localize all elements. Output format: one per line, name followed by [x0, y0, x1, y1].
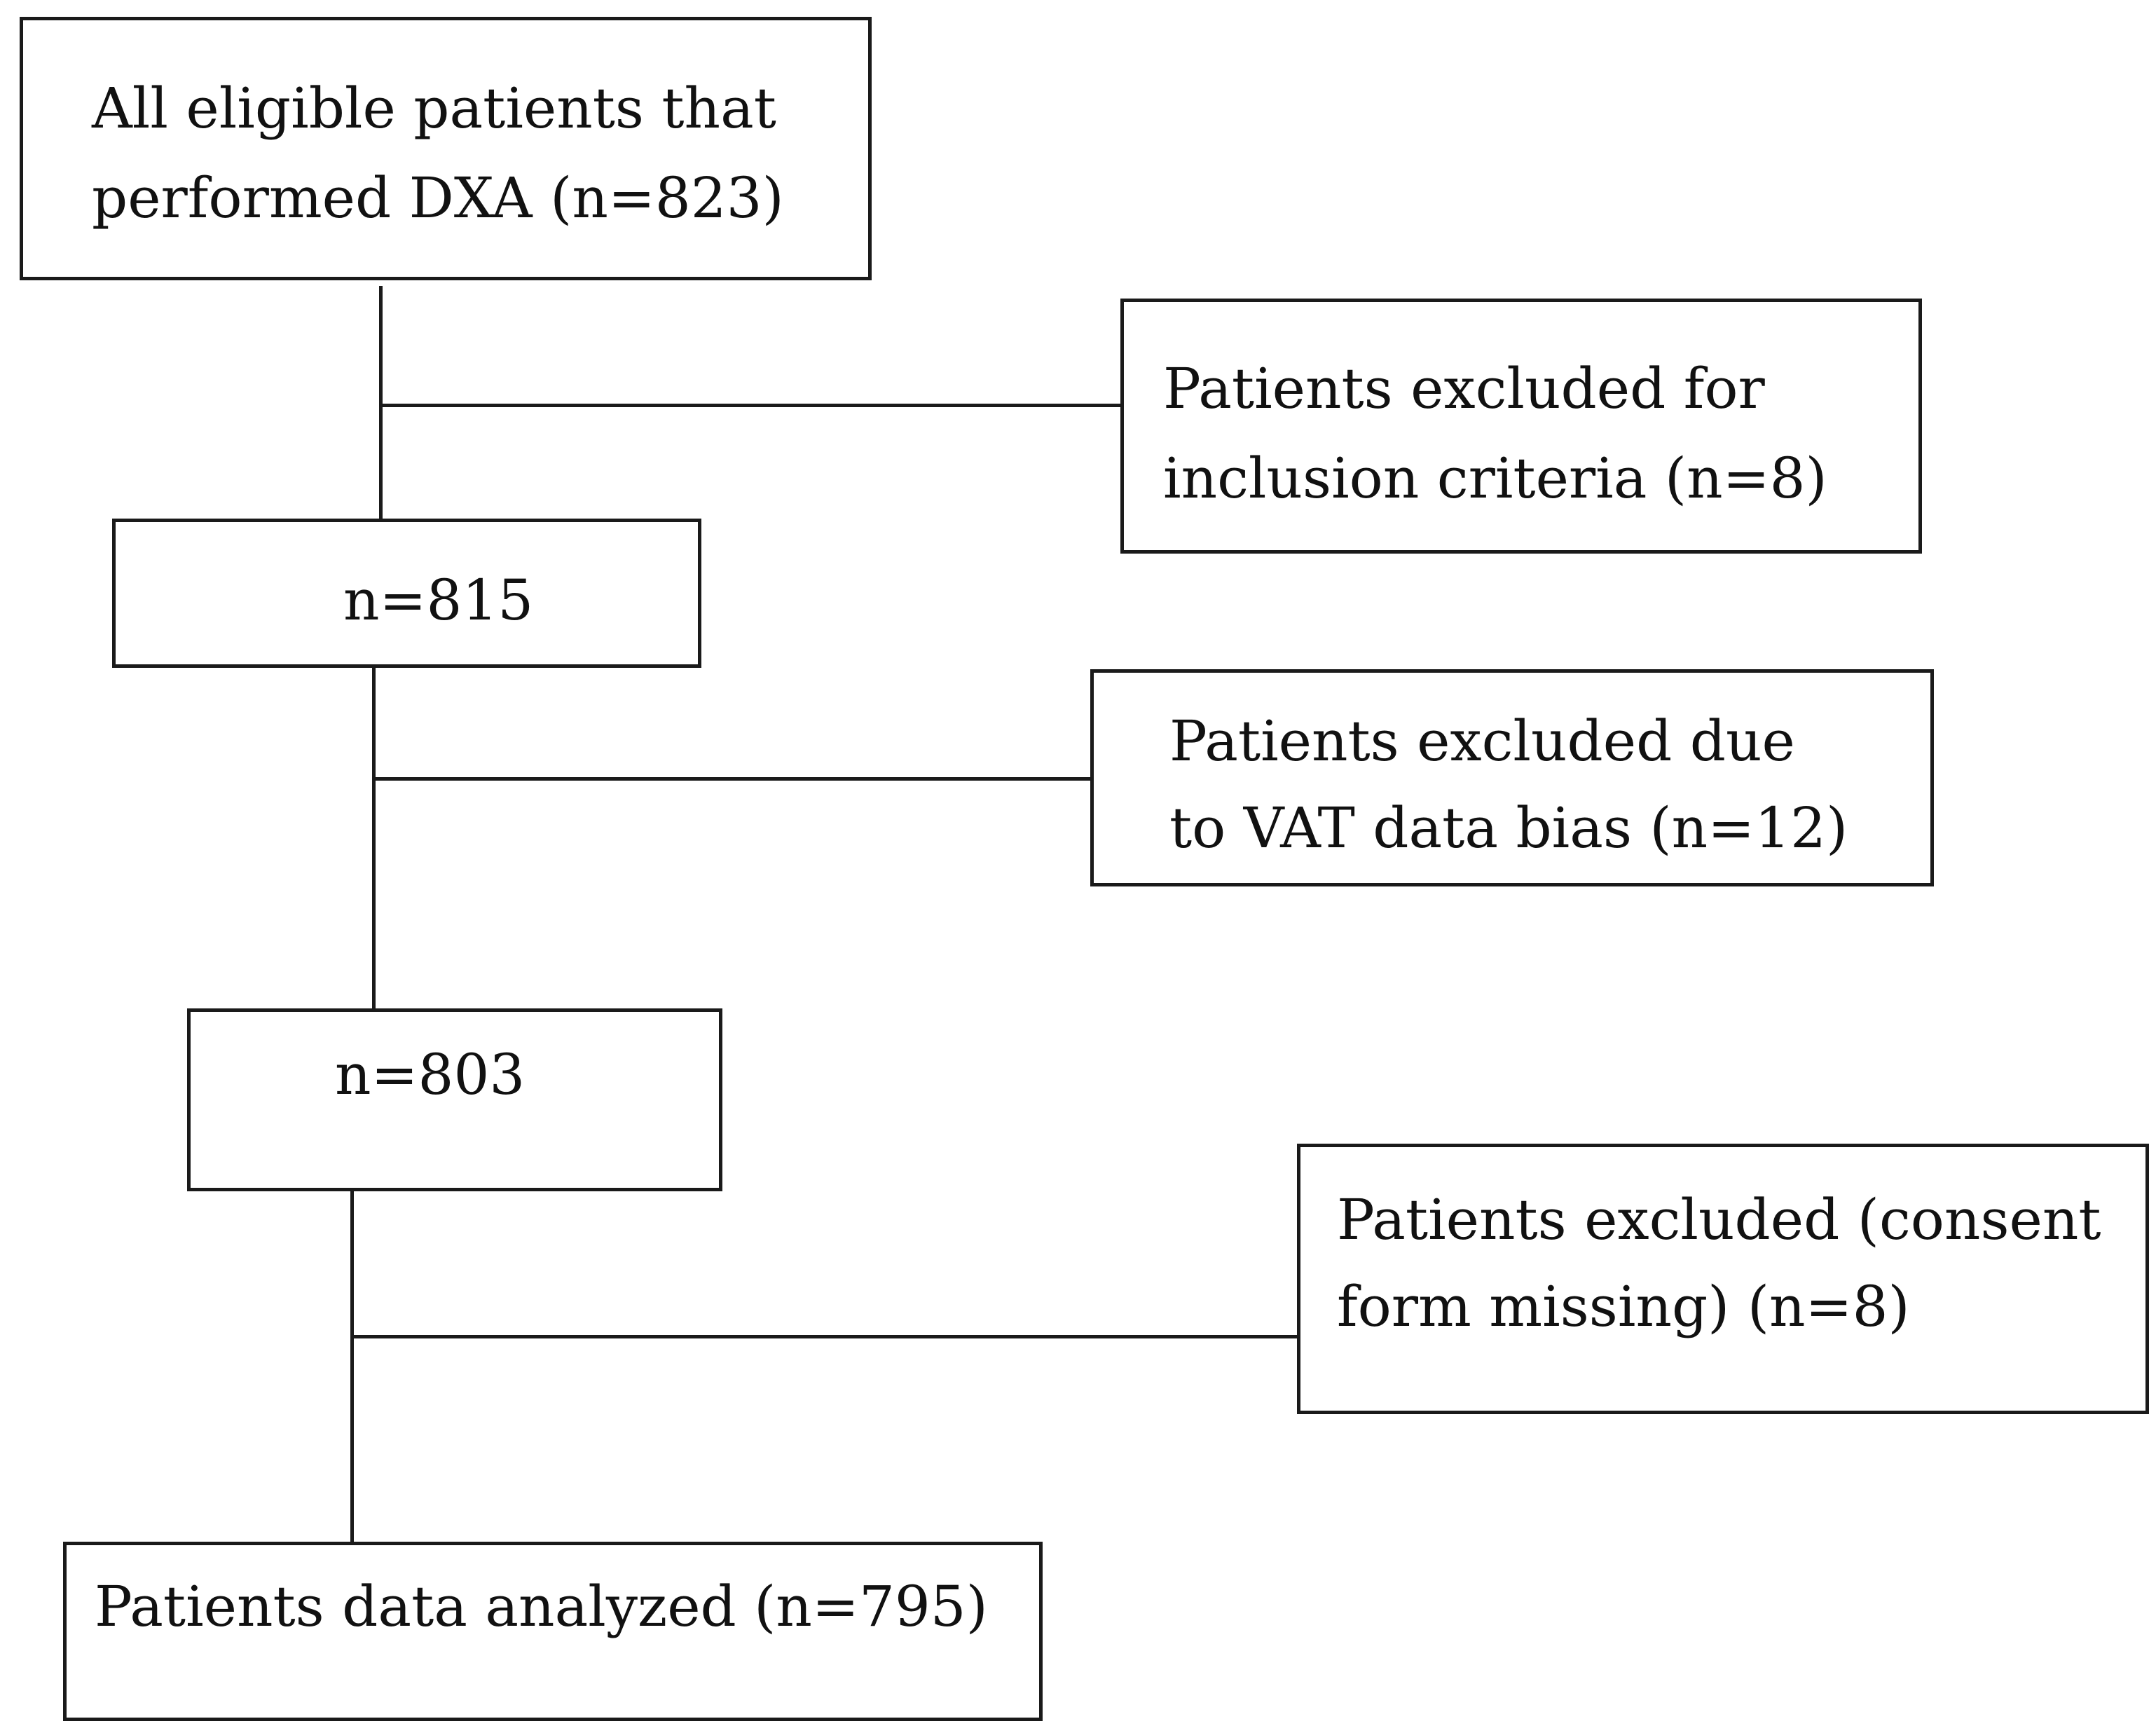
connector-branch-3	[350, 1335, 1297, 1338]
eligible-patients-box: All eligible patients that performed DXA…	[20, 17, 872, 280]
excluded-consent-line1: Patients excluded (consent	[1337, 1187, 2101, 1252]
count-box-803: n=803	[187, 1008, 722, 1191]
count-box-815: n=815	[112, 519, 701, 668]
count-815-label: n=815	[343, 568, 534, 633]
patients-analyzed-box: Patients data analyzed (n=795)	[63, 1542, 1043, 1721]
eligible-patients-line2: performed DXA (n=823)	[92, 165, 784, 231]
eligible-patients-line1: All eligible patients that	[92, 76, 776, 141]
excluded-vat-bias-line2: to VAT data bias (n=12)	[1169, 795, 1848, 861]
count-803-label: n=803	[335, 1042, 526, 1107]
patients-analyzed-label: Patients data analyzed (n=795)	[95, 1574, 988, 1639]
excluded-vat-bias-line1: Patients excluded due	[1169, 708, 1795, 774]
excluded-inclusion-criteria-line2: inclusion criteria (n=8)	[1163, 446, 1827, 511]
connector-vertical-2	[372, 668, 376, 1008]
excluded-inclusion-criteria-line1: Patients excluded for	[1163, 356, 1765, 421]
connector-branch-1	[379, 404, 1131, 407]
excluded-consent-line2: form missing) (n=8)	[1337, 1274, 1910, 1339]
excluded-inclusion-criteria-box: Patients excluded for inclusion criteria…	[1120, 299, 1922, 554]
connector-branch-2	[372, 777, 1094, 781]
connector-vertical-1	[379, 286, 383, 521]
excluded-consent-box: Patients excluded (consent form missing)…	[1297, 1144, 2149, 1414]
connector-vertical-3	[350, 1191, 354, 1547]
excluded-vat-bias-box: Patients excluded due to VAT data bias (…	[1090, 669, 1934, 886]
